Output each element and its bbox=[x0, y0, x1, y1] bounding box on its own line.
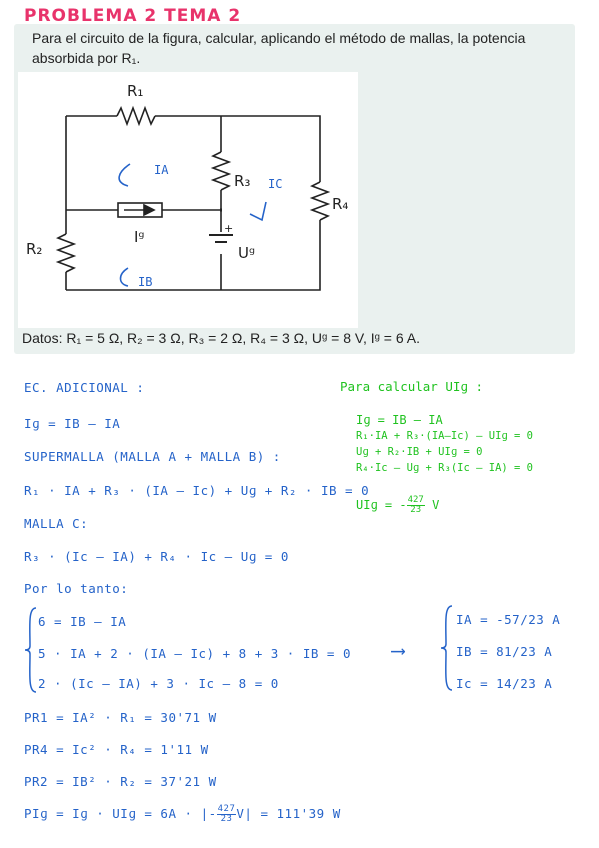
label-mesh-c: IC bbox=[268, 177, 282, 191]
equation-malla-c: R₃ · (Ic – IA) + R₄ · Ic – Uɡ = 0 bbox=[24, 549, 289, 564]
label-r1: R₁ bbox=[127, 82, 143, 100]
heading-supermalla: SUPERMALLA (MALLA A + MALLA B) : bbox=[24, 449, 281, 464]
side-result-left: UIɡ = - bbox=[356, 498, 407, 512]
system-eq-1: 6 = IB – IA bbox=[38, 614, 127, 629]
statement-line-1: Para el circuito de la figura, calcular,… bbox=[32, 30, 526, 46]
label-r3: R₃ bbox=[234, 172, 250, 190]
label-ug: Uᵍ bbox=[238, 244, 255, 262]
resistor-r2 bbox=[55, 233, 77, 273]
equation-supermalla: R₁ · IA + R₃ · (IA – Ic) + Uɡ + R₂ · IB … bbox=[24, 483, 370, 498]
label-ig: Iᵍ bbox=[134, 228, 145, 246]
statement-line-2: absorbida por R₁. bbox=[32, 50, 141, 66]
equation-ig: Iɡ = IB – IA bbox=[24, 416, 121, 431]
circuit-diagram: R₁ R₂ R₃ R₄ Iᵍ Uᵍ + IA IB IC bbox=[18, 72, 358, 328]
data-line: Datos: R₁ = 5 Ω, R₂ = 3 Ω, R₃ = 2 Ω, R₄ … bbox=[22, 330, 420, 346]
resistor-r3 bbox=[210, 151, 232, 191]
power-ig-numerator: 427 bbox=[216, 804, 237, 815]
power-ig-right: V| = 111'39 W bbox=[236, 806, 341, 821]
result-ia: IA = -57/23 A bbox=[456, 612, 561, 627]
side-line-1: Iɡ = IB – IA bbox=[356, 413, 443, 427]
page-title: PROBLEMA 2 TEMA 2 bbox=[24, 6, 242, 26]
power-ig-left: PIɡ = Iɡ · UIɡ = 6A · |- bbox=[24, 806, 217, 821]
power-ig-denominator: 23 bbox=[220, 814, 233, 824]
heading-por-lo-tanto: Por lo tanto: bbox=[24, 581, 129, 596]
wire-top-right bbox=[155, 115, 321, 182]
result-ib: IB = 81/23 A bbox=[456, 644, 553, 659]
label-mesh-b: IB bbox=[138, 275, 152, 289]
side-line-4: R₄·Ic – Uɡ + R₃(Ic – IA) = 0 bbox=[356, 462, 534, 474]
mesh-arrow-c bbox=[249, 201, 267, 222]
arrow-icon: ⟶ bbox=[392, 638, 405, 662]
label-r4: R₄ bbox=[332, 195, 348, 213]
heading-malla-c: MALLA C: bbox=[24, 516, 89, 531]
side-header: Para calcular UIɡ : bbox=[340, 379, 483, 394]
label-r2: R₂ bbox=[26, 240, 42, 258]
side-result-right: V bbox=[424, 498, 440, 512]
power-r4: PR4 = Ic² · R₄ = 1'11 W bbox=[24, 742, 209, 757]
system-eq-3: 2 · (Ic – IA) + 3 · Ic – 8 = 0 bbox=[38, 676, 279, 691]
resistor-r4 bbox=[309, 181, 331, 221]
mesh-arrow-b bbox=[119, 267, 129, 287]
system-eq-2: 5 · IA + 2 · (IA – Ic) + 8 + 3 · IB = 0 bbox=[38, 646, 351, 661]
source-arrow bbox=[124, 203, 156, 217]
result-brace bbox=[440, 605, 453, 691]
wire-right-bottom bbox=[66, 220, 321, 291]
voltage-source-ug bbox=[209, 234, 233, 243]
side-line-2: R₁·IA + R₃·(IA–Ic) – UIɡ = 0 bbox=[356, 430, 534, 442]
problem-statement: Para el circuito de la figura, calcular,… bbox=[32, 28, 562, 68]
power-r2: PR2 = IB² · R₂ = 37'21 W bbox=[24, 774, 217, 789]
heading-ec-adicional: EC. ADICIONAL : bbox=[24, 380, 145, 395]
power-r1: PR1 = IA² · R₁ = 30'71 W bbox=[24, 710, 217, 725]
resistor-r1 bbox=[116, 105, 156, 127]
side-result-numerator: 427 bbox=[406, 495, 425, 506]
label-mesh-a: IA bbox=[154, 163, 169, 177]
current-source-ig bbox=[117, 202, 163, 218]
system-left-brace bbox=[24, 607, 37, 693]
mesh-arrow-a bbox=[118, 163, 131, 187]
label-plus: + bbox=[224, 222, 233, 235]
side-result-denominator: 23 bbox=[410, 505, 422, 515]
circuit-background bbox=[18, 72, 358, 328]
result-ic: Ic = 14/23 A bbox=[456, 676, 553, 691]
side-line-3: Uɡ + R₂·IB + UIɡ = 0 bbox=[356, 446, 483, 458]
